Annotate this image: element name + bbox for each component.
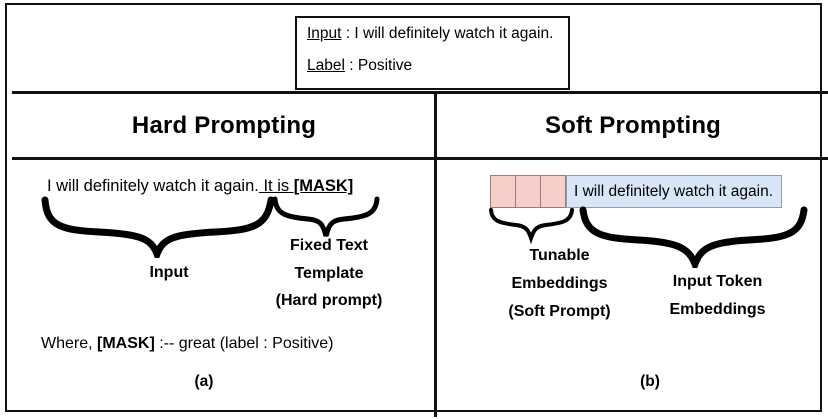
soft-prompt-cell xyxy=(540,175,566,208)
label-fixed-text-template: Fixed Text Template (Hard prompt) xyxy=(244,232,414,315)
column-header-hard-prompting: Hard Prompting xyxy=(131,111,317,139)
hard-prompt-mask-token: [MASK] xyxy=(293,177,354,195)
embedding-token-strip: I will definitely watch it again. xyxy=(490,175,783,208)
example-input-line: Input : I will definitely watch it again… xyxy=(307,25,568,42)
vertical-divider xyxy=(434,91,437,417)
label-fixed-text-line3: (Hard prompt) xyxy=(275,292,383,310)
hard-prompt-template-text: It is xyxy=(258,177,294,195)
hard-prompt-input-text: I will definitely watch it again. xyxy=(47,177,259,195)
brace-input-hard xyxy=(39,196,279,258)
where-clause: Where, [MASK] :-- great (label : Positiv… xyxy=(41,335,334,353)
horizontal-divider-headers xyxy=(12,157,828,160)
label-input-token-line2: Embeddings xyxy=(669,301,766,319)
label-tunable-line3: (Soft Prompt) xyxy=(508,303,611,321)
column-header-soft-prompting: Soft Prompting xyxy=(544,111,722,139)
soft-prompt-cell xyxy=(490,175,516,208)
example-input-label: Input xyxy=(307,25,342,42)
brace-tunable-embeddings xyxy=(487,208,577,244)
hard-prompt-sentence: I will definitely watch it again. It is … xyxy=(47,177,353,196)
example-box: Input : I will definitely watch it again… xyxy=(295,16,570,90)
label-tunable-line2: Embeddings xyxy=(511,275,608,293)
hard-prompting-panel: I will definitely watch it again. It is … xyxy=(14,160,434,417)
where-mask-token: [MASK] xyxy=(97,335,155,352)
horizontal-divider-top xyxy=(12,91,828,94)
soft-prompting-panel: I will definitely watch it again. Tunabl… xyxy=(437,160,828,417)
input-embedding-box: I will definitely watch it again. xyxy=(566,175,783,208)
brace-input-token-embeddings xyxy=(577,206,809,268)
example-label-line: Label : Positive xyxy=(307,58,568,74)
soft-prompt-cell xyxy=(515,175,541,208)
where-prefix: Where, xyxy=(41,335,98,352)
label-fixed-text-line2: Template xyxy=(294,264,364,282)
example-label-separator: : xyxy=(344,57,358,75)
label-input-hard: Input xyxy=(149,264,189,281)
label-input-token-embeddings: Input Token Embeddings xyxy=(630,268,805,324)
example-label-text: Positive xyxy=(357,57,413,75)
figure-frame: Input : I will definitely watch it again… xyxy=(5,3,828,417)
label-tunable-embeddings: Tunable Embeddings (Soft Prompt) xyxy=(472,242,647,326)
label-tunable-line1: Tunable xyxy=(529,247,590,264)
subfigure-label-a: (a) xyxy=(194,373,214,390)
example-input-text: I will definitely watch it again. xyxy=(354,25,554,42)
example-label-label: Label xyxy=(307,57,345,75)
where-suffix: :-- great (label : Positive) xyxy=(154,335,334,352)
label-fixed-text-line1: Fixed Text xyxy=(290,237,368,254)
subfigure-label-b: (b) xyxy=(640,373,660,390)
brace-fixed-template xyxy=(270,196,382,244)
example-input-separator: : xyxy=(341,25,355,42)
label-input-token-line1: Input Token xyxy=(672,273,763,290)
